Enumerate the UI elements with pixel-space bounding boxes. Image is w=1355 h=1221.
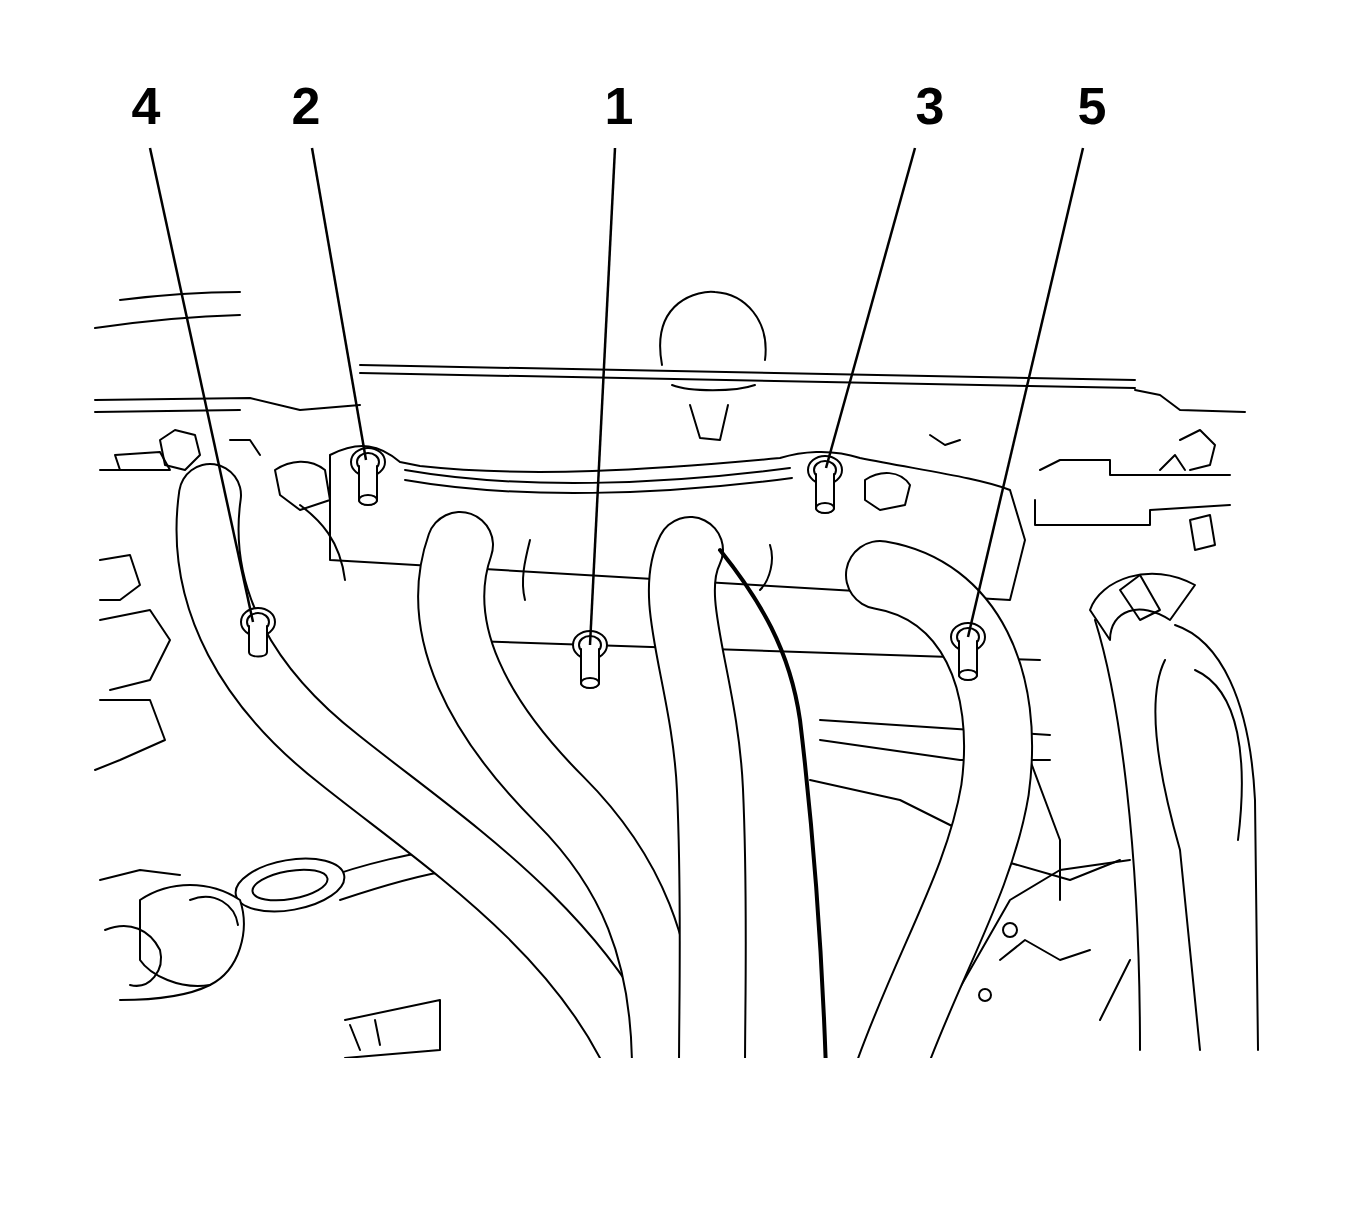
leader-line (150, 148, 253, 622)
coolant-hose (1090, 574, 1258, 1050)
wrench-and-hand (100, 850, 452, 1058)
leader-line (590, 148, 615, 645)
callout-number: 5 (1078, 80, 1107, 132)
callout-number: 1 (605, 80, 634, 132)
leader-line (826, 148, 915, 468)
callout-number: 2 (292, 80, 321, 132)
leader-line (968, 148, 1083, 637)
leader-lines (150, 148, 1083, 645)
callout-number: 4 (132, 80, 161, 132)
leader-line (312, 148, 366, 460)
manifold-studs (241, 448, 985, 688)
callout-number: 3 (916, 80, 945, 132)
exhaust-pipes (208, 495, 999, 1058)
